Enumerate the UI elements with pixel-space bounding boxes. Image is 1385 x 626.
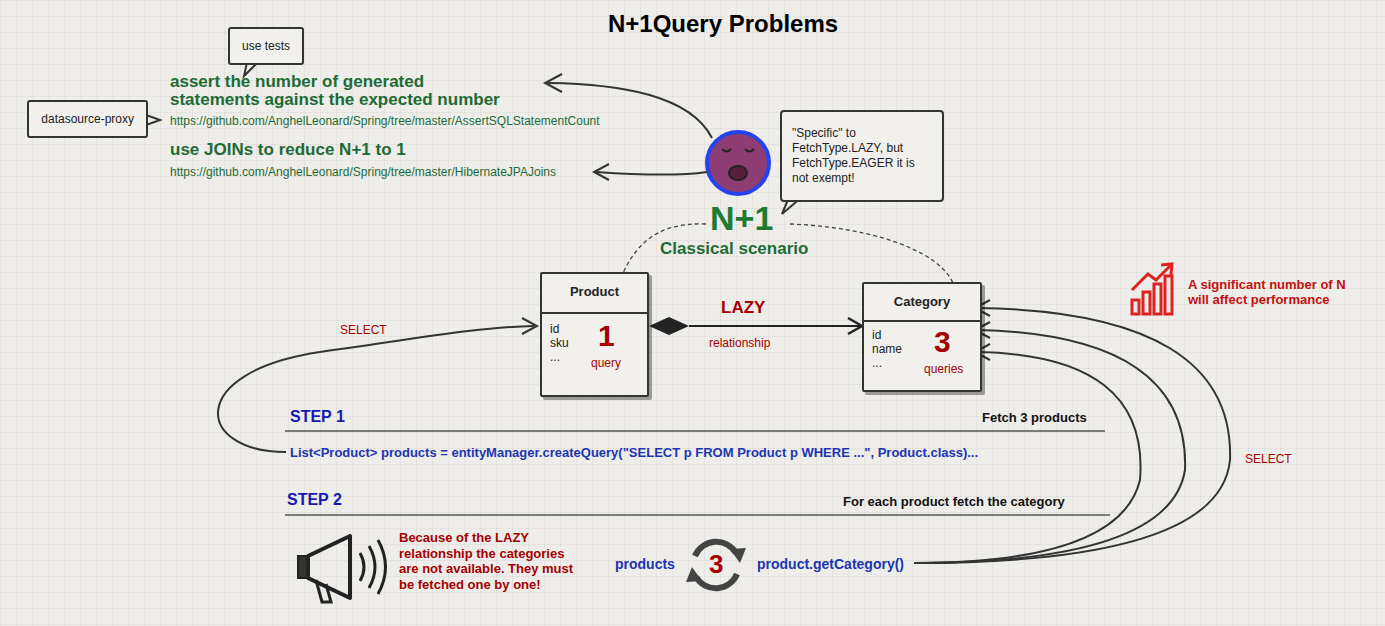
chart-bar bbox=[1154, 284, 1161, 314]
link-text: https://github.com/AnghelLeonard/Spring/… bbox=[170, 165, 556, 179]
tool-text: datasource-proxy bbox=[41, 112, 134, 126]
loop-arrow-head bbox=[730, 548, 746, 563]
arrow-head bbox=[594, 164, 609, 180]
arrow-head bbox=[848, 318, 862, 334]
chart-bar bbox=[1143, 292, 1150, 314]
pattern-name: N+1 bbox=[710, 198, 773, 239]
query-label: SELECT bbox=[340, 323, 387, 337]
diagram-title: N+1Query Problems bbox=[608, 10, 838, 39]
loop-arrow-head bbox=[686, 567, 702, 582]
speech-bubble: "Specific" to FetchType.LAZY, but FetchT… bbox=[780, 110, 944, 202]
chart-trend-head bbox=[1161, 264, 1172, 275]
step-rule bbox=[285, 514, 1110, 516]
tool-box: datasource-proxy bbox=[27, 100, 148, 138]
link-text: https://github.com/AnghelLeonard/Spring/… bbox=[170, 114, 600, 128]
step-rule bbox=[285, 430, 1105, 432]
method-call: product.getCategory() bbox=[757, 556, 904, 573]
chart-bar bbox=[1165, 276, 1172, 314]
entity-box: Product id sku ... 1 query bbox=[540, 272, 649, 397]
entity-box: Category id name ... 3 queries bbox=[862, 282, 982, 392]
loop-subject: products bbox=[615, 556, 675, 573]
sound-wave bbox=[369, 546, 375, 588]
megaphone-handle bbox=[316, 580, 331, 602]
select-arrow bbox=[218, 326, 534, 452]
code-line: List<Product> products = entityManager.c… bbox=[290, 445, 978, 461]
loop-count: 3 bbox=[709, 549, 723, 580]
chart-bar bbox=[1132, 300, 1139, 314]
arrow-head bbox=[522, 318, 537, 334]
entity-name: Product bbox=[542, 284, 647, 300]
face-mouth bbox=[729, 166, 747, 180]
pointer-arrow bbox=[548, 83, 712, 138]
note-box: use tests bbox=[228, 27, 304, 65]
note-text: use tests bbox=[242, 39, 290, 53]
connector-line bbox=[689, 325, 862, 327]
query-label: SELECT bbox=[1245, 452, 1292, 466]
entity-name: Category bbox=[864, 294, 980, 310]
query-count: 1 bbox=[598, 318, 615, 354]
query-unit: query bbox=[591, 356, 621, 370]
composition-diamond bbox=[649, 317, 689, 335]
face-eye bbox=[722, 149, 731, 152]
note-heading: assert the number of generated statement… bbox=[170, 73, 510, 109]
query-unit: queries bbox=[924, 362, 963, 376]
header-divider bbox=[542, 312, 647, 314]
note-heading: use JOINs to reduce N+1 to 1 bbox=[170, 141, 406, 159]
step-summary: Fetch 3 products bbox=[982, 410, 1087, 426]
bubble-text: "Specific" to FetchType.LAZY, but FetchT… bbox=[792, 126, 932, 186]
field-list: id name ... bbox=[872, 328, 902, 370]
field-list: id sku ... bbox=[550, 322, 569, 364]
edge-label: LAZY bbox=[721, 298, 765, 318]
sound-wave bbox=[378, 540, 386, 594]
face-eye bbox=[745, 149, 754, 152]
sound-wave bbox=[360, 553, 364, 581]
query-count: 3 bbox=[934, 324, 951, 360]
pattern-subtitle: Classical scenario bbox=[660, 240, 808, 258]
step-heading: STEP 2 bbox=[287, 490, 342, 509]
megaphone-icon bbox=[308, 536, 350, 598]
chart-trend bbox=[1132, 266, 1170, 290]
header-divider bbox=[864, 320, 980, 322]
relation-kind: relationship bbox=[709, 336, 770, 350]
step-summary: For each product fetch the category bbox=[843, 494, 1065, 510]
warning-note: A significant number of N will affect pe… bbox=[1188, 277, 1363, 307]
face-icon bbox=[707, 132, 769, 194]
composition-connector bbox=[649, 317, 862, 335]
step-heading: STEP 1 bbox=[290, 407, 345, 426]
pointer-arrow bbox=[596, 172, 707, 175]
arrow-head bbox=[545, 74, 562, 92]
warning-note: Because of the LAZY relationship the cat… bbox=[399, 530, 574, 592]
